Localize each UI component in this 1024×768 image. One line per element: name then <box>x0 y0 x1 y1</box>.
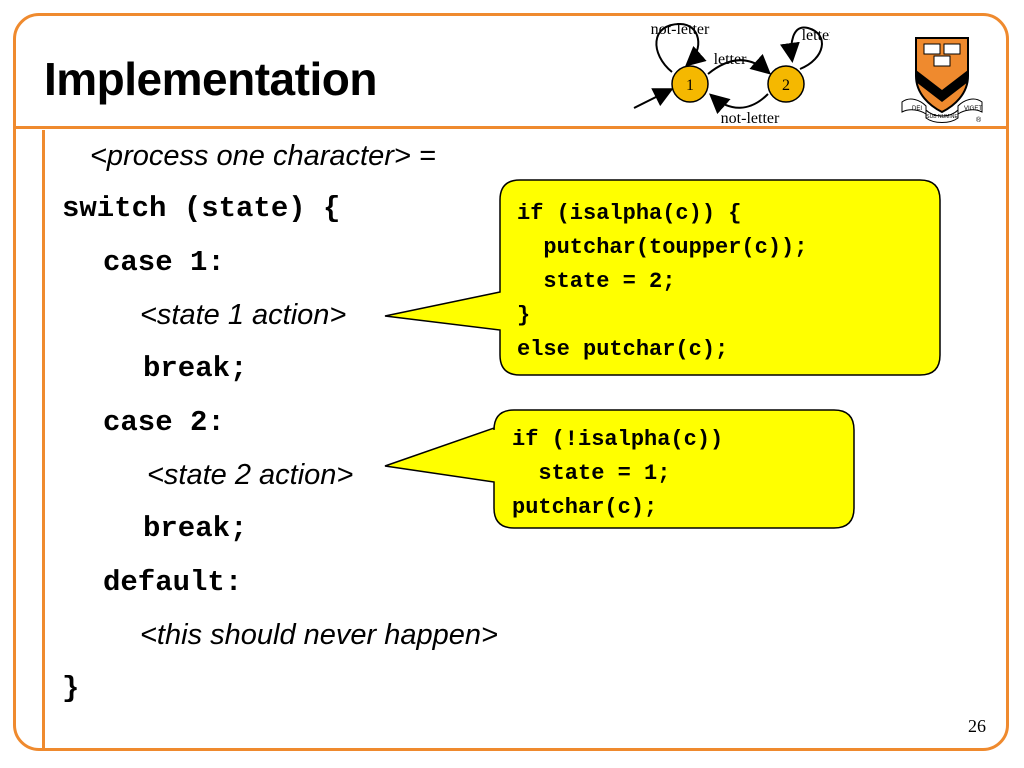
callout-state2-line-0: if (!isalpha(c)) <box>512 427 724 452</box>
left-rule <box>42 130 45 750</box>
state-1-label: 1 <box>686 77 694 94</box>
motto-center: SUB NUMINE <box>926 114 958 120</box>
start-arrow <box>633 88 674 109</box>
callout-state1-line-2: state = 2; <box>517 269 676 294</box>
loop-1-label: not-letter <box>651 21 710 38</box>
callout-state1-line-4: else putchar(c); <box>517 337 729 362</box>
callout-state1-line-1: putchar(toupper(c)); <box>517 235 808 260</box>
code-line-state1-action: <state 1 action> <box>140 299 347 331</box>
state-2-label: 2 <box>782 77 790 94</box>
loop-2-label: letter <box>802 27 830 44</box>
transition-2-1-label: not-letter <box>721 110 780 126</box>
state-2-node <box>767 65 805 103</box>
callout-state2-line-2: putchar(c); <box>512 495 658 520</box>
callout-state1-line-3: } <box>517 303 531 328</box>
code-line-break1: break; <box>143 352 248 385</box>
arrow-2-to-1 <box>709 93 769 115</box>
code-line-case1: case 1: <box>103 246 225 279</box>
slide-number: 26 <box>968 716 986 736</box>
code-line-never: <this should never happen> <box>140 619 498 651</box>
code-line-default: default: <box>103 566 243 599</box>
princeton-shield-logo: DEI SUB NUMINE VIGET ® <box>901 37 983 124</box>
code-line-close: } <box>62 672 80 705</box>
loop-arrow-2 <box>779 26 823 70</box>
slide-title: Implementation <box>44 53 377 105</box>
code-line-case2: case 2: <box>103 406 225 439</box>
code-line-header: <process one character> = <box>90 140 436 172</box>
loop-arrow-1 <box>655 22 707 73</box>
state-1-node <box>671 65 709 103</box>
code-line-switch: switch (state) { <box>62 192 341 225</box>
motto-right: VIGET <box>964 106 982 112</box>
arrow-1-to-2 <box>707 53 771 75</box>
callout-state2-bubble <box>384 409 855 529</box>
transition-1-2-label: letter <box>714 51 748 68</box>
motto-left: DEI <box>912 106 922 112</box>
state-diagram: 1 2 not-letter letter letter not-letter <box>633 21 830 126</box>
code-line-state2-action: <state 2 action> <box>147 459 354 491</box>
slide-frame <box>13 13 1009 751</box>
title-divider <box>16 126 1006 129</box>
callout-state1-line-0: if (isalpha(c)) { <box>517 201 742 226</box>
code-line-break2: break; <box>143 512 248 545</box>
registered-mark: ® <box>976 116 982 124</box>
callout-state1-bubble <box>384 179 941 376</box>
callout-state2-line-1: state = 1; <box>512 461 671 486</box>
